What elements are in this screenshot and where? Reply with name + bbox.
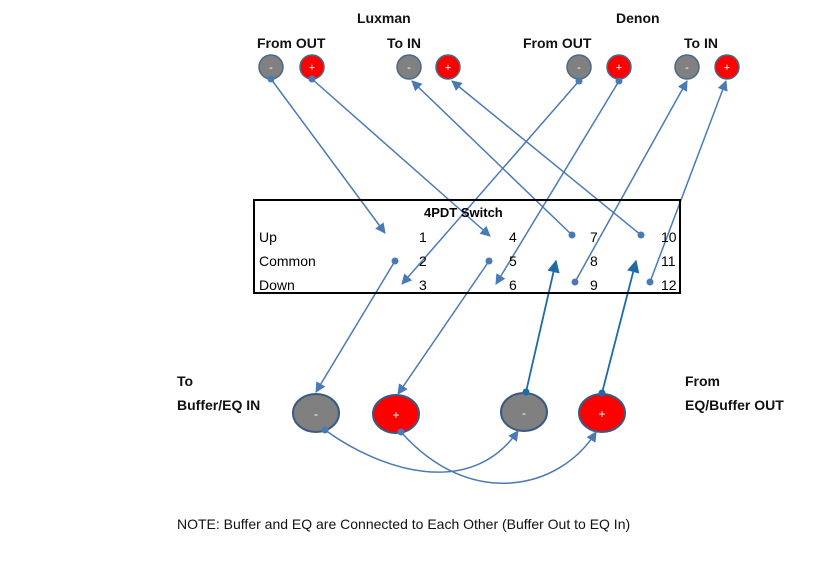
minus-sign: - — [577, 62, 581, 74]
denon-title: Denon — [616, 10, 660, 26]
luxman-from-out-minus-terminal: - — [258, 54, 284, 80]
row-label-up: Up — [259, 229, 277, 245]
denon-from-out-plus-terminal: + — [606, 54, 632, 80]
wire-pin10-to-lux-in-plus — [451, 80, 642, 236]
eq-out-minus-terminal: - — [500, 392, 548, 432]
wire-denon-out-minus-to-pin3 — [401, 80, 580, 285]
denon-from-out-label: From OUT — [523, 35, 592, 51]
eq-out-plus-terminal: + — [578, 393, 626, 433]
switch-title: 4PDT Switch — [424, 205, 503, 220]
minus-sign: - — [407, 62, 411, 74]
pin-1: 1 — [419, 229, 427, 245]
wire-pin7-to-lux-in-minus — [411, 80, 573, 236]
denon-to-in-minus-terminal: - — [674, 54, 700, 80]
luxman-to-in-label: To IN — [387, 35, 421, 51]
buffer-eq-in-label: Buffer/EQ IN — [177, 397, 261, 413]
pin-2: 2 — [419, 253, 427, 269]
buffer-in-plus-terminal: + — [372, 394, 420, 434]
pin-9: 9 — [590, 277, 598, 293]
luxman-title: Luxman — [357, 10, 411, 26]
minus-sign: - — [522, 406, 526, 420]
plus-sign: + — [445, 62, 451, 74]
pin-4: 4 — [509, 229, 517, 245]
denon-to-in-plus-terminal: + — [714, 54, 740, 80]
pin-11: 11 — [661, 253, 676, 269]
pin-5: 5 — [509, 253, 517, 269]
pin-10: 10 — [661, 229, 677, 245]
buffer-in-minus-terminal: - — [292, 393, 340, 433]
pin-12: 12 — [661, 277, 677, 293]
luxman-to-in-plus-terminal: + — [435, 54, 461, 80]
luxman-from-out-label: From OUT — [257, 35, 326, 51]
pin-8: 8 — [590, 253, 598, 269]
pin-3: 3 — [419, 277, 427, 293]
pin-6: 6 — [509, 277, 517, 293]
note-text: NOTE: Buffer and EQ are Connected to Eac… — [177, 516, 631, 532]
row-label-common: Common — [259, 253, 316, 269]
denon-to-in-label: To IN — [684, 35, 718, 51]
wire-lux-out-minus-to-pin1 — [270, 78, 386, 234]
luxman-from-out-plus-terminal: + — [299, 54, 325, 80]
plus-sign: + — [616, 62, 622, 74]
denon-from-out-minus-terminal: - — [566, 54, 592, 80]
4pdt-switch-box: 4PDT Switch Up Common Down 1 2 3 4 5 6 7… — [253, 199, 681, 294]
wire-endpoints — [267, 75, 654, 436]
wire-pin2-to-buffer-in-minus — [315, 260, 396, 393]
minus-sign: - — [685, 62, 689, 74]
pin-7: 7 — [590, 229, 598, 245]
wire-lux-out-plus-to-pin4 — [311, 78, 491, 237]
wire-pin5-to-buffer-in-plus — [397, 260, 490, 395]
wire-eq-out-minus-to-pin8 — [525, 259, 560, 393]
plus-sign: + — [598, 407, 605, 421]
plus-sign: + — [724, 62, 730, 74]
from-label: From — [685, 373, 720, 389]
plus-sign: + — [392, 408, 399, 422]
minus-sign: - — [269, 62, 273, 74]
luxman-to-in-minus-terminal: - — [396, 54, 422, 80]
plus-sign: + — [309, 62, 315, 74]
wire-buffer-plus-to-eq-plus — [400, 431, 597, 485]
eq-buffer-out-label: EQ/Buffer OUT — [685, 397, 784, 413]
wire-pin9-to-denon-in-minus — [574, 80, 688, 283]
to-label: To — [177, 373, 194, 389]
wire-denon-out-plus-to-pin6 — [495, 80, 620, 285]
wire-pin12-to-denon-in-plus — [649, 80, 728, 283]
wire-eq-out-plus-to-pin11 — [601, 259, 640, 394]
minus-sign: - — [314, 407, 318, 421]
wire-buffer-minus-to-eq-minus — [324, 429, 519, 473]
row-label-down: Down — [259, 277, 295, 293]
